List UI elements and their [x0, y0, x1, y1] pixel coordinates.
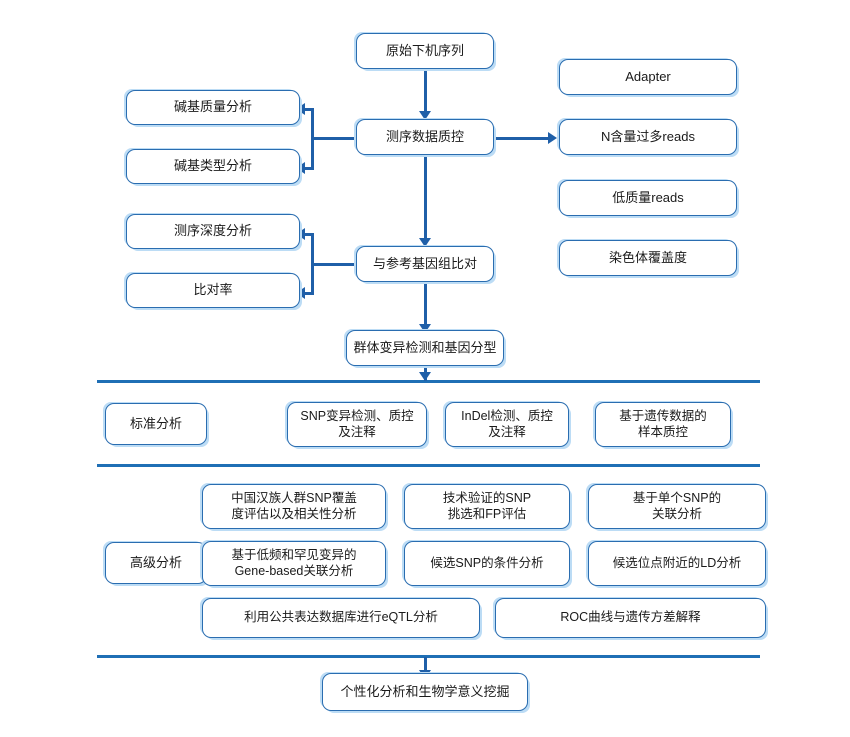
node-sequencing-depth[interactable]: 测序深度分析 [126, 214, 300, 249]
node-n-content-reads-label: N含量过多reads [601, 128, 695, 144]
node-han-snp-coverage-label: 中国汉族人群SNP覆盖 度评估以及相关性分析 [231, 490, 357, 521]
arrowhead-to-base-type [296, 162, 305, 174]
node-standard-analysis-text: 标准分析 [129, 415, 182, 431]
arrowhead-to-align-rate [296, 287, 305, 299]
node-low-quality-reads-label: 低质量reads [612, 189, 684, 205]
node-standard-analysis-label[interactable]: 标准分析 [105, 403, 207, 445]
node-genetic-sample-qc[interactable]: 基于遗传数据的 样本质控 [595, 402, 731, 447]
arrowhead-align-to-variant [419, 324, 431, 333]
node-personalized-analysis[interactable]: 个性化分析和生物学意义挖掘 [322, 673, 528, 711]
node-base-type-analysis[interactable]: 碱基类型分析 [126, 149, 300, 184]
node-tech-validated-snp-label: 技术验证的SNP 挑选和FP评估 [442, 490, 532, 521]
connector-align-bus-top-arm [300, 233, 314, 236]
connector-raw-to-qc [424, 68, 427, 116]
connector-align-left-stub [311, 263, 357, 266]
node-alignment-rate[interactable]: 比对率 [126, 273, 300, 308]
node-n-content-reads[interactable]: N含量过多reads [559, 119, 737, 155]
arrowhead-qc-to-align [419, 238, 431, 247]
node-roc-curve-label: ROC曲线与遗传方差解释 [560, 610, 701, 625]
arrowhead-raw-to-qc [419, 111, 431, 120]
node-raw-sequence[interactable]: 原始下机序列 [356, 33, 494, 69]
node-advanced-analysis-label[interactable]: 高级分析 [105, 542, 207, 584]
divider-advanced-bottom [97, 655, 760, 658]
node-chromosome-coverage-label: 染色体覆盖度 [608, 249, 687, 265]
arrowhead-qc-to-nreads [548, 132, 557, 144]
node-advanced-analysis-text: 高级分析 [129, 554, 182, 570]
node-snp-detection[interactable]: SNP变异检测、质控 及注释 [287, 402, 427, 447]
connector-bus-top-arm [300, 108, 314, 111]
node-sequencing-qc-label: 测序数据质控 [385, 128, 464, 144]
node-chromosome-coverage[interactable]: 染色体覆盖度 [559, 240, 737, 276]
node-base-type-analysis-label: 碱基类型分析 [173, 158, 252, 174]
node-adapter[interactable]: Adapter [559, 59, 737, 95]
node-roc-curve[interactable]: ROC曲线与遗传方差解释 [495, 598, 766, 638]
arrowhead-to-depth [296, 228, 305, 240]
connector-qc-left-stub [311, 137, 357, 140]
divider-standard-bottom [97, 464, 760, 467]
node-eqtl-analysis[interactable]: 利用公共表达数据库进行eQTL分析 [202, 598, 480, 638]
node-indel-detection[interactable]: InDel检测、质控 及注释 [445, 402, 569, 447]
node-align-reference-genome-label: 与参考基因组比对 [372, 255, 477, 271]
node-sequencing-qc[interactable]: 测序数据质控 [356, 119, 494, 155]
connector-align-to-variant [424, 284, 427, 330]
divider-standard-top [97, 380, 760, 383]
node-low-quality-reads[interactable]: 低质量reads [559, 180, 737, 216]
node-raw-sequence-label: 原始下机序列 [385, 42, 464, 58]
node-base-quality-analysis-label: 碱基质量分析 [173, 99, 252, 115]
connector-divider-to-personalized [424, 657, 427, 677]
node-variant-calling-genotyping-label: 群体变异检测和基因分型 [353, 339, 497, 355]
node-align-reference-genome[interactable]: 与参考基因组比对 [356, 246, 494, 282]
node-han-snp-coverage[interactable]: 中国汉族人群SNP覆盖 度评估以及相关性分析 [202, 484, 386, 529]
connector-qc-left-bus [311, 108, 314, 170]
node-genetic-sample-qc-label: 基于遗传数据的 样本质控 [619, 408, 707, 439]
connector-qc-to-align [424, 157, 427, 243]
node-gene-based-association[interactable]: 基于低频和罕见变异的 Gene-based关联分析 [202, 541, 386, 586]
node-snp-detection-label: SNP变异检测、质控 及注释 [300, 408, 414, 439]
node-eqtl-analysis-label: 利用公共表达数据库进行eQTL分析 [244, 610, 438, 625]
connector-align-bus-bottom-arm [300, 292, 314, 295]
node-personalized-analysis-label: 个性化分析和生物学意义挖掘 [340, 683, 510, 699]
connector-bus-bottom-arm [300, 167, 314, 170]
connector-align-left-bus [311, 233, 314, 295]
node-candidate-snp-conditional-label: 候选SNP的条件分析 [430, 555, 544, 570]
arrowhead-to-base-quality [296, 103, 305, 115]
node-single-snp-association[interactable]: 基于单个SNP的 关联分析 [588, 484, 766, 529]
node-candidate-snp-conditional[interactable]: 候选SNP的条件分析 [404, 541, 570, 586]
node-ld-analysis[interactable]: 候选位点附近的LD分析 [588, 541, 766, 586]
arrowhead-variant-to-divider [419, 372, 431, 381]
node-sequencing-depth-label: 测序深度分析 [173, 223, 252, 239]
node-adapter-label: Adapter [625, 68, 671, 84]
node-variant-calling-genotyping[interactable]: 群体变异检测和基因分型 [346, 330, 504, 366]
node-ld-analysis-label: 候选位点附近的LD分析 [612, 555, 742, 570]
connector-qc-to-nreads [495, 137, 550, 140]
node-tech-validated-snp[interactable]: 技术验证的SNP 挑选和FP评估 [404, 484, 570, 529]
node-single-snp-association-label: 基于单个SNP的 关联分析 [632, 490, 722, 521]
node-base-quality-analysis[interactable]: 碱基质量分析 [126, 90, 300, 125]
node-gene-based-association-label: 基于低频和罕见变异的 Gene-based关联分析 [231, 547, 357, 578]
node-alignment-rate-label: 比对率 [193, 282, 233, 298]
node-indel-detection-label: InDel检测、质控 及注释 [461, 408, 553, 439]
